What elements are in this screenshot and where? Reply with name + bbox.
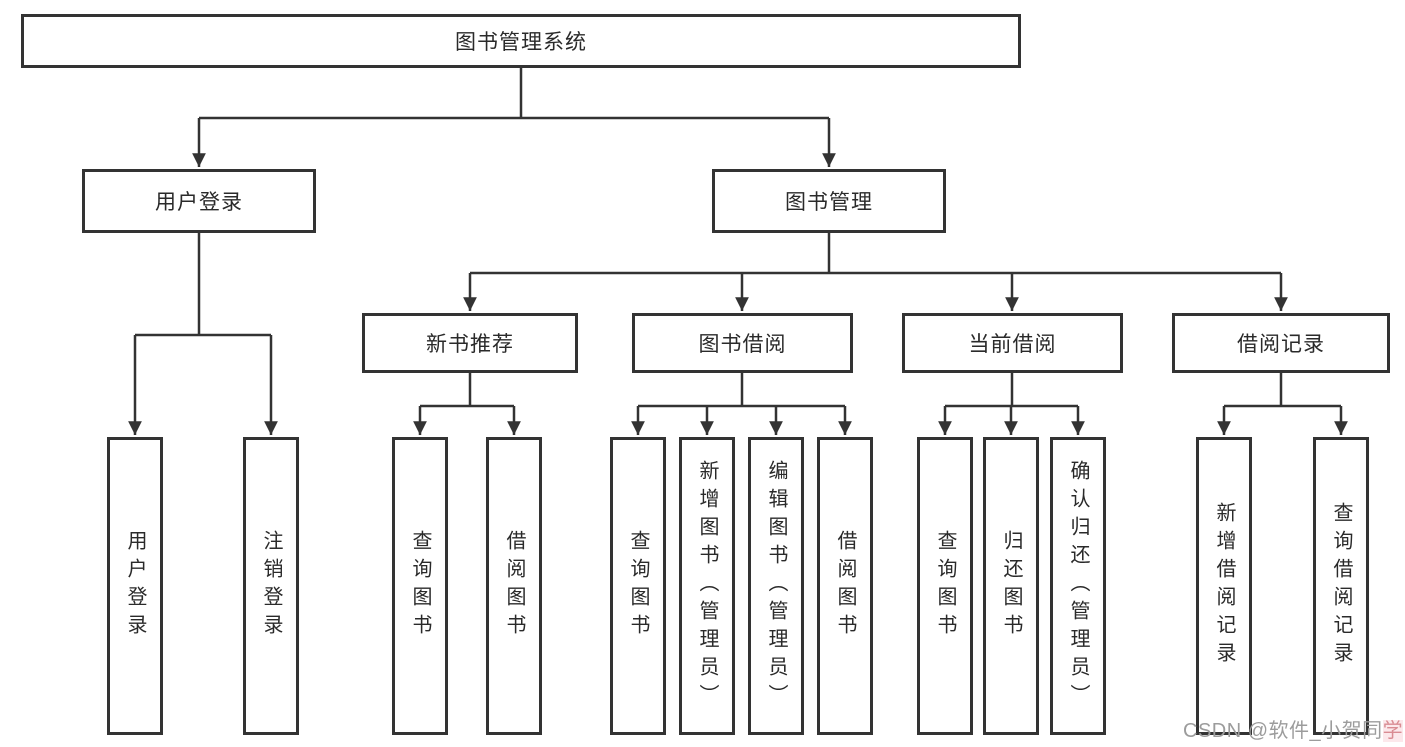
leaf-return-book-label: 归还图书 [1000, 530, 1022, 642]
records-branch-rail [1224, 373, 1341, 408]
leaf-edit-book-admin-label: 编辑图书（管理员） [765, 460, 787, 712]
leaf-add-book-admin: 新增图书（管理员） [679, 437, 735, 735]
leaf-borrow-book-2-label: 借阅图书 [834, 530, 856, 642]
leaf-query-borrow-record-label: 查询借阅记录 [1330, 502, 1352, 670]
node-root-label: 图书管理系统 [455, 31, 587, 54]
leaf-query-book-2-label: 查询图书 [627, 530, 649, 642]
leaf-confirm-return-admin: 确认归还（管理员） [1050, 437, 1106, 735]
new-book-branch-rail [420, 373, 514, 408]
borrow-branch-rail [638, 373, 845, 408]
leaf-query-book-1-label: 查询图书 [409, 530, 431, 642]
root-branch-rail [199, 68, 829, 120]
leaf-add-book-admin-label: 新增图书（管理员） [696, 460, 718, 712]
node-book-management-label: 图书管理 [785, 191, 873, 214]
node-new-book-recommend: 新书推荐 [362, 313, 578, 373]
leaf-query-book-1: 查询图书 [392, 437, 448, 735]
leaf-return-book: 归还图书 [983, 437, 1039, 735]
node-book-borrow-label: 图书借阅 [698, 333, 787, 356]
leaf-logout: 注销登录 [243, 437, 299, 735]
book-mgmt-branch-rail [470, 233, 1281, 275]
watermark: CSDN @软件_小贺同学 [1183, 714, 1404, 743]
node-current-borrow-label: 当前借阅 [968, 333, 1057, 356]
node-user-login: 用户登录 [82, 169, 316, 233]
watermark-text: CSDN @软件_小贺同 [1183, 720, 1383, 742]
user-login-branch-rail [135, 233, 271, 337]
leaf-add-borrow-record: 新增借阅记录 [1196, 437, 1252, 735]
node-current-borrow: 当前借阅 [902, 313, 1123, 373]
leaf-edit-book-admin: 编辑图书（管理员） [748, 437, 804, 735]
node-borrow-records: 借阅记录 [1172, 313, 1390, 373]
node-root: 图书管理系统 [21, 14, 1021, 68]
leaf-query-book-3: 查询图书 [917, 437, 973, 735]
node-book-management: 图书管理 [712, 169, 946, 233]
leaf-user-login: 用户登录 [107, 437, 163, 735]
leaf-query-book-3-label: 查询图书 [934, 530, 956, 642]
leaf-query-book-2: 查询图书 [610, 437, 666, 735]
leaf-add-borrow-record-label: 新增借阅记录 [1213, 502, 1235, 670]
node-new-book-recommend-label: 新书推荐 [426, 333, 514, 356]
leaf-confirm-return-admin-label: 确认归还（管理员） [1067, 460, 1089, 712]
leaf-borrow-book-2: 借阅图书 [817, 437, 873, 735]
watermark-accent: 学 [1382, 720, 1404, 742]
node-user-login-label: 用户登录 [155, 191, 243, 214]
leaf-user-login-label: 用户登录 [124, 530, 146, 642]
current-branch-rail [945, 373, 1078, 408]
leaf-query-borrow-record: 查询借阅记录 [1313, 437, 1369, 735]
leaf-logout-label: 注销登录 [260, 530, 282, 642]
node-borrow-records-label: 借阅记录 [1237, 333, 1325, 356]
leaf-borrow-book-1-label: 借阅图书 [503, 530, 525, 642]
leaf-borrow-book-1: 借阅图书 [486, 437, 542, 735]
node-book-borrow: 图书借阅 [632, 313, 853, 373]
